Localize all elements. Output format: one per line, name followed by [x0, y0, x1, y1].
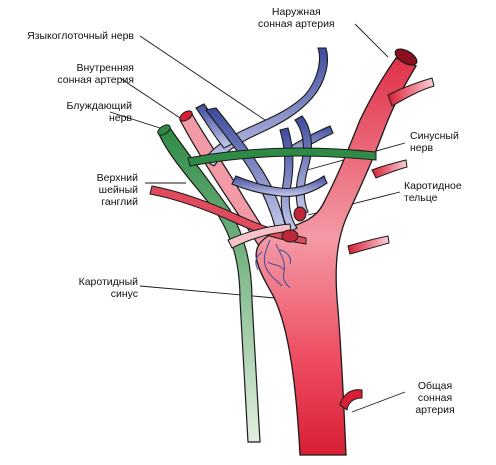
label-vagus: Блуждающий нерв: [66, 100, 132, 124]
label-external-carotid: Наружная сонная артерия: [258, 6, 335, 30]
label-superior-ganglion: Верхний шейный ганглий: [96, 172, 138, 208]
sinus-plexus: [255, 239, 291, 289]
label-glossopharyngeal: Языкоглоточный нерв: [27, 30, 134, 42]
label-common-carotid: Общая сонная артерия: [415, 380, 455, 416]
green-nerve-branch: [187, 147, 377, 167]
label-carotid-sinus: Каротидный синус: [78, 276, 138, 300]
label-sinus-nerve: Синусный нерв: [410, 130, 459, 154]
carotid-body: [281, 206, 307, 243]
leader-lines: [109, 23, 406, 413]
vagus-nerve: [157, 124, 261, 443]
label-carotid-body: Каротидное тельце: [404, 180, 462, 204]
small-arterial-branches: [149, 185, 307, 249]
common-and-external-carotid: [255, 48, 435, 456]
label-internal-carotid: Внутренняя сонная артерия: [57, 62, 134, 86]
